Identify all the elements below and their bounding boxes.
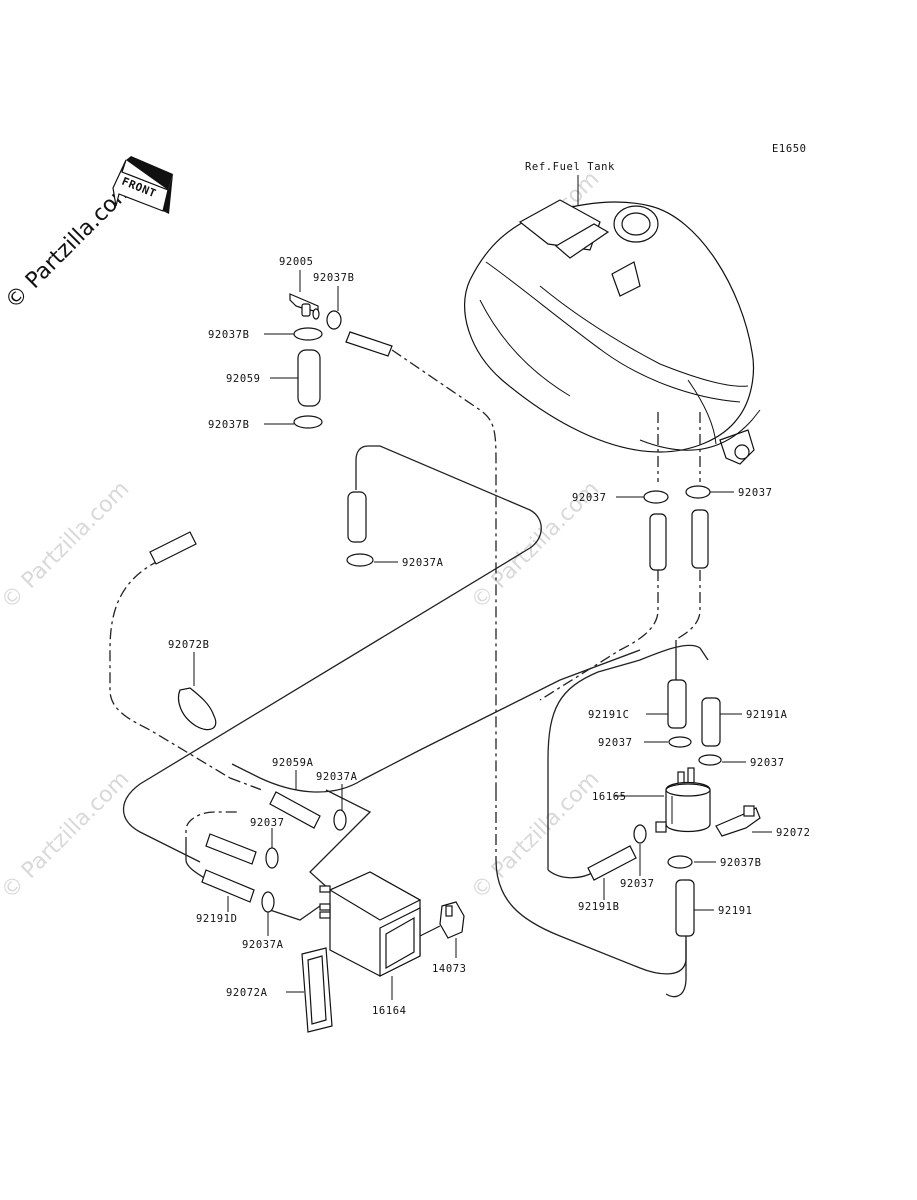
label-92037A-canister: 92037A [316,771,358,783]
label-16165: 16165 [592,791,627,803]
label-92191A: 92191A [746,709,788,721]
label-92037A-mid: 92037A [402,557,444,569]
part-16164-canister: 16164 [319,871,422,1017]
ref-fuel-tank-label: Ref.Fuel Tank [525,161,615,173]
label-16164: 16164 [372,1005,407,1017]
diagram-code: E1650 [772,143,807,155]
part-92037B-clamp-2: 92037B [208,415,323,431]
label-92037-canister: 92037 [250,817,285,829]
part-92037A-bottom-clamp: 92037A [242,891,284,951]
part-92191-hose: 92191 [675,879,753,937]
label-92037-filter-bottom: 92037 [620,878,655,890]
part-92059A-hose: 92059A [269,757,321,829]
part-92037-canister-clamp: 92037 [250,817,285,869]
hose-segment-left [149,531,197,565]
label-92037-tank-left: 92037 [572,492,607,504]
label-92191: 92191 [718,905,753,917]
part-canister-hose-upper [205,833,257,865]
label-92037B-1: 92037B [208,329,250,341]
part-92072A-bracket: 92072A [226,947,333,1033]
label-92037A-bottom: 92037A [242,939,284,951]
label-92191D: 92191D [196,913,238,925]
part-92191D-hose: 92191D [196,869,255,925]
part-92191A-hose: 92191A [701,697,788,747]
label-92191B: 92191B [578,901,620,913]
front-arrow: FRONT [112,156,173,214]
label-92072A: 92072A [226,987,268,999]
label-92037-tank-right: 92037 [738,487,773,499]
part-16165-filter: 16165 [592,767,711,833]
label-14073: 14073 [432,963,467,975]
part-92191C-hose: 92191C [588,679,687,729]
label-92037B-2: 92037B [208,419,250,431]
watermark-text: © Partzilla.com [0,767,134,905]
part-92037-filter-right-clamp: 92037 [698,754,785,769]
part-92037-filter-bottom-clamp: 92037 [620,824,655,890]
part-92072B-band: 92072B [168,639,217,731]
part-92037-tank-right-clamp: 92037 [685,485,773,499]
hose-segment-top [345,331,393,357]
watermark-text: © Partzilla.com [467,767,605,905]
label-92072: 92072 [776,827,811,839]
label-92059: 92059 [226,373,261,385]
part-92037-tank-left-clamp: 92037 [572,490,669,504]
part-14073-cap: 14073 [432,901,467,975]
label-92059A: 92059A [272,757,314,769]
part-92005-fitting: 92005 [279,256,320,320]
watermark-text: © Partzilla.com [0,477,134,615]
label-92037B-top: 92037B [313,272,355,284]
part-92037B-top-clamp: 92037B [313,272,355,330]
part-92037A-canister-clamp: 92037A [316,771,358,831]
label-92072B: 92072B [168,639,210,651]
part-92072-bracket: 92072 [715,805,811,839]
label-92037-filter-left: 92037 [598,737,633,749]
part-92037-filter-left-clamp: 92037 [598,736,692,749]
label-92005: 92005 [279,256,314,268]
part-tank-hose-right [691,509,709,569]
label-92037B-filter: 92037B [720,857,762,869]
label-92037-filter-right: 92037 [750,757,785,769]
part-hose-mid [347,491,367,543]
part-tank-hose-left [649,513,667,571]
fuel-tank: Ref.Fuel Tank [463,161,761,465]
part-92191B-hose: 92191B [578,845,637,913]
part-92037A-mid-clamp: 92037A [346,553,444,569]
part-92037B-clamp-1: 92037B [208,327,323,341]
watermark-text: © Partzilla.com [462,0,600,6]
part-92059-hose: 92059 [226,349,321,407]
label-92191C: 92191C [588,709,630,721]
part-92037B-filter-clamp: 92037B [667,855,762,869]
